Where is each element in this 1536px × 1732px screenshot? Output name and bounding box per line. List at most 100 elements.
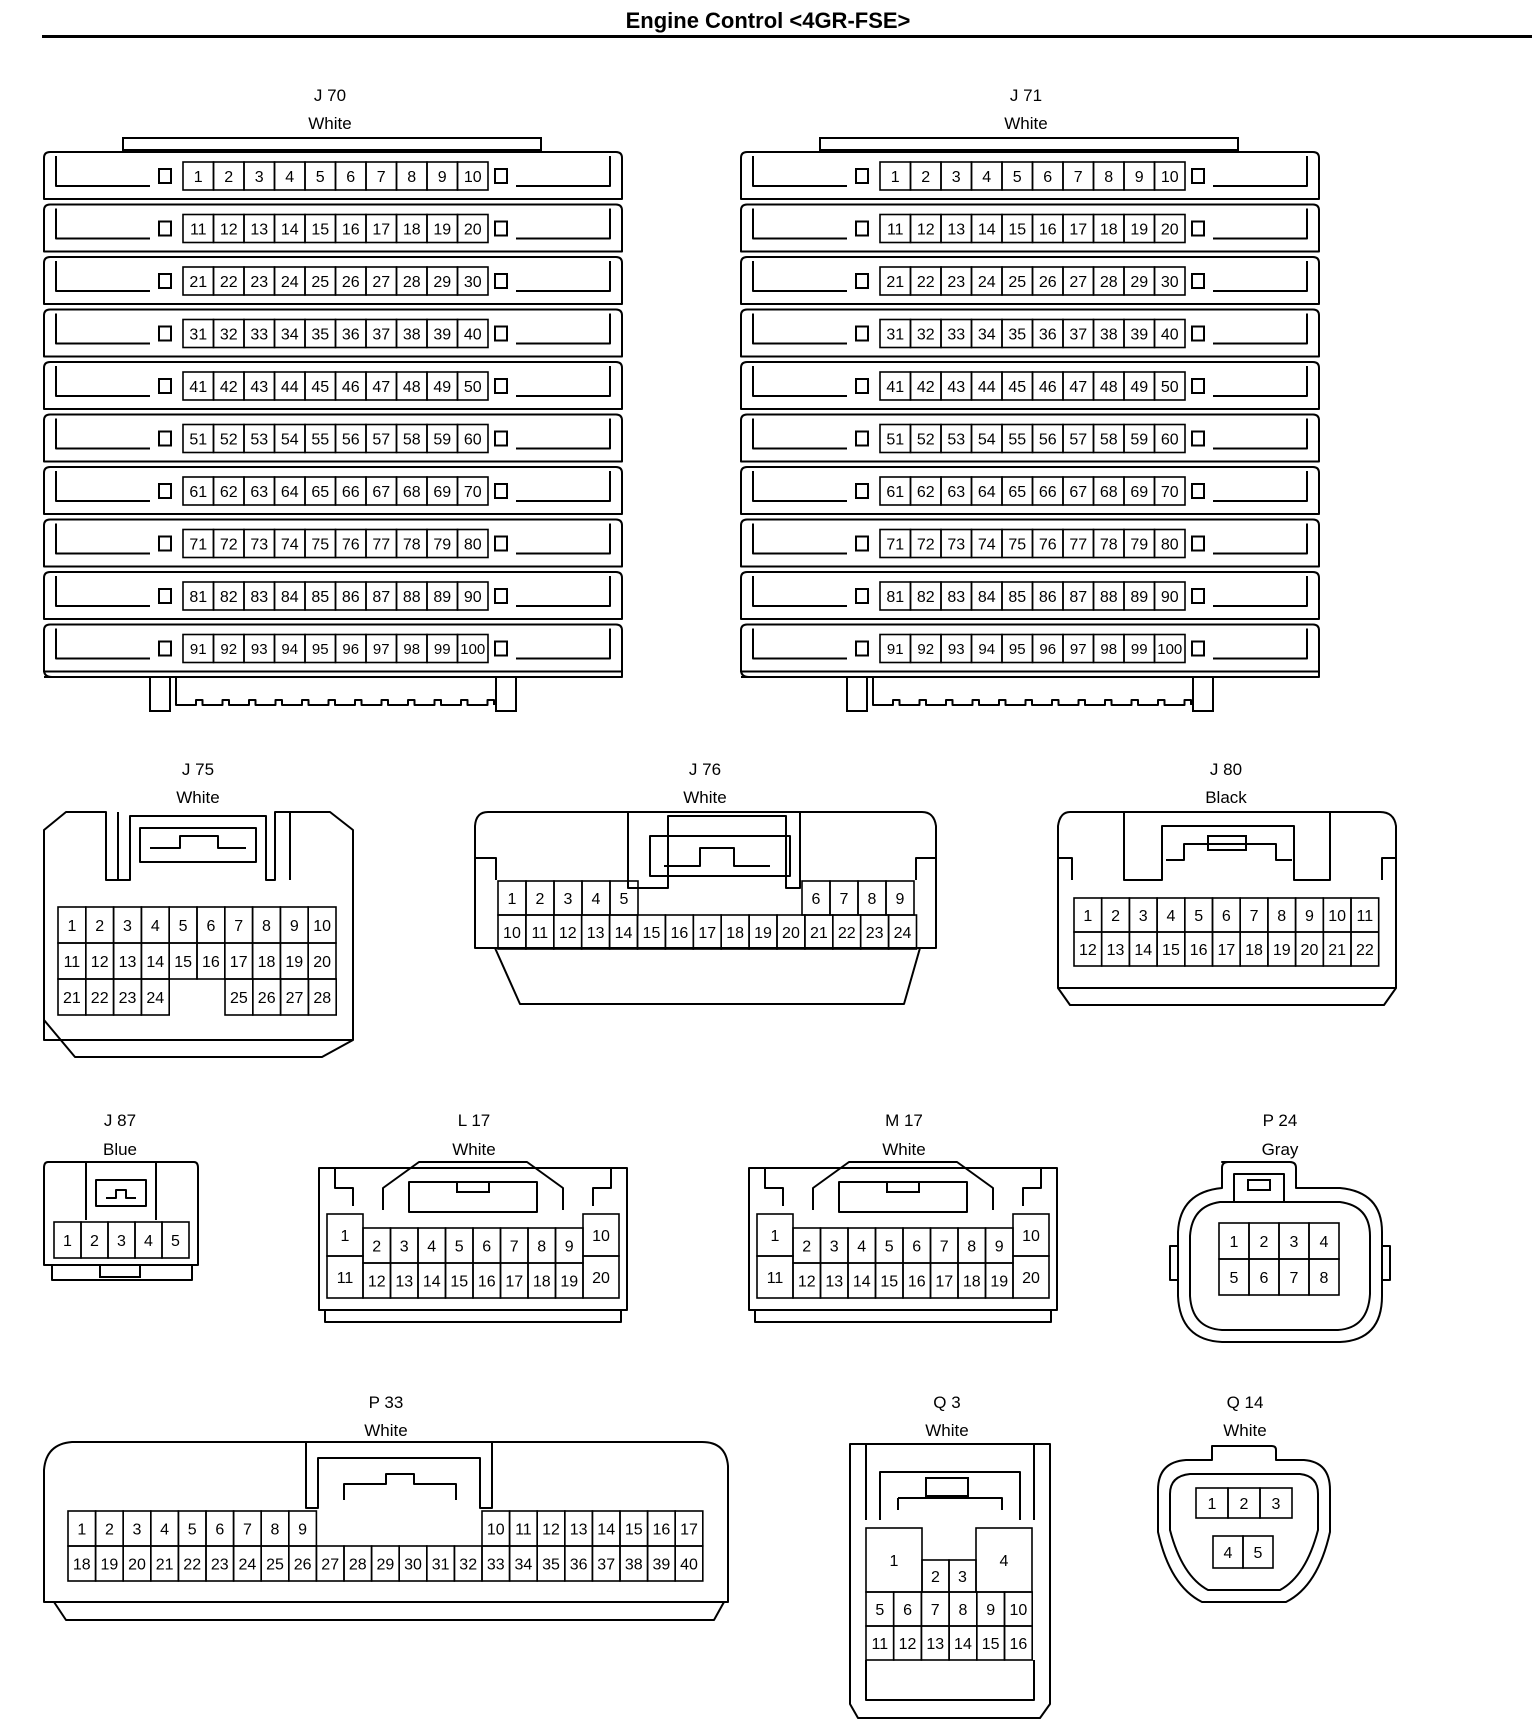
pin-number: 24 <box>978 274 996 291</box>
pin-number: 5 <box>188 1521 197 1538</box>
pin-number: 58 <box>1100 431 1118 448</box>
row-housing <box>740 518 1320 568</box>
pin-number: 4 <box>1320 1234 1329 1251</box>
pin-number: 1 <box>771 1228 780 1245</box>
pin-cell <box>456 161 489 191</box>
row-latch <box>1213 366 1308 397</box>
pin-number: 21 <box>63 990 81 1007</box>
pin-number: 16 <box>342 221 360 238</box>
pin-number: 34 <box>515 1556 533 1573</box>
pin-number: 25 <box>266 1556 284 1573</box>
connector-id-q3: Q 3 <box>933 1393 961 1412</box>
pin-number: 7 <box>377 169 386 186</box>
pin-number: 5 <box>316 169 325 186</box>
row-key <box>158 640 172 657</box>
pin-number: 1 <box>63 1233 72 1250</box>
pin-number: 34 <box>281 326 299 343</box>
pin-number: 15 <box>880 1273 898 1290</box>
pin-number: 18 <box>1100 221 1118 238</box>
shell-detail <box>764 1168 1042 1206</box>
row-key <box>494 588 508 604</box>
pin-number: 4 <box>151 918 160 935</box>
row-housing <box>740 466 1320 515</box>
pin-number: 38 <box>1100 326 1118 343</box>
pin-number: 12 <box>559 925 577 942</box>
pin-number: 1 <box>890 1553 899 1570</box>
pin-number: 30 <box>1161 274 1179 291</box>
pin-number: 56 <box>1039 431 1057 448</box>
row-latch <box>1213 523 1308 555</box>
pin-number: 45 <box>1008 379 1026 396</box>
pin-number: 63 <box>947 484 965 501</box>
pin-number: 77 <box>372 536 390 553</box>
pin-number: 10 <box>503 925 521 942</box>
pin-number: 73 <box>947 536 965 553</box>
pin-cell <box>1308 1258 1340 1296</box>
pin-number: 1 <box>67 918 76 935</box>
pin-number: 19 <box>101 1556 119 1573</box>
row-latch <box>752 628 847 660</box>
pin-number: 2 <box>224 169 233 186</box>
bottom-edge <box>44 662 623 678</box>
row-key <box>1191 168 1205 184</box>
shell-outline <box>474 811 937 949</box>
pin-number: 6 <box>903 1602 912 1619</box>
row-key <box>158 535 172 552</box>
connector-color-p24: Gray <box>1261 1140 1299 1159</box>
connector-color-j71: White <box>1004 114 1048 133</box>
latch <box>456 1181 490 1193</box>
pin-number: 3 <box>117 1233 126 1250</box>
row-latch <box>516 366 611 397</box>
pin-number: 27 <box>372 274 390 291</box>
pin-number: 33 <box>250 326 268 343</box>
row-key <box>158 430 172 447</box>
pin-number: 3 <box>1290 1234 1299 1251</box>
pin-number: 18 <box>73 1556 91 1573</box>
title-rule <box>42 35 1532 38</box>
pin-number: 78 <box>403 536 421 553</box>
row-latch <box>55 576 150 607</box>
pin-number: 22 <box>220 274 238 291</box>
top-rail <box>122 137 542 151</box>
pin-number: 3 <box>255 169 264 186</box>
pin-number: 39 <box>1130 326 1148 343</box>
row-housing <box>43 571 623 620</box>
pin-number: 89 <box>1130 589 1148 606</box>
connector-id-j87: J 87 <box>103 1111 137 1130</box>
pin-number: 72 <box>220 536 238 553</box>
row-key <box>158 588 172 604</box>
pin-number: 13 <box>947 221 965 238</box>
pin-number: 16 <box>908 1273 926 1290</box>
pin-number: 65 <box>1008 484 1026 501</box>
pin-number: 13 <box>570 1521 588 1538</box>
pin-number: 9 <box>986 1602 995 1619</box>
row-housing <box>740 413 1320 463</box>
pin-number: 25 <box>311 274 329 291</box>
pin-number: 59 <box>433 431 451 448</box>
row-key <box>1191 535 1205 552</box>
pin-number: 44 <box>978 379 996 396</box>
pin-number: 93 <box>948 641 965 658</box>
pin-number: 19 <box>560 1273 578 1290</box>
pin-number: 75 <box>1008 536 1026 553</box>
pin-number: 100 <box>460 641 485 658</box>
pin-number: 81 <box>886 589 904 606</box>
row-key <box>855 430 869 447</box>
pin-number: 96 <box>342 641 359 658</box>
pin-number: 36 <box>1039 326 1057 343</box>
pin-number: 14 <box>978 221 996 238</box>
pin-number: 85 <box>311 589 329 606</box>
pin-number: 7 <box>1290 1270 1299 1287</box>
bottom-edge <box>51 1265 193 1281</box>
pin-number: 84 <box>978 589 996 606</box>
pin-number: 24 <box>281 274 299 291</box>
pin-number: 27 <box>321 1556 339 1573</box>
shell-detail <box>627 812 801 889</box>
pin-number: 16 <box>478 1273 496 1290</box>
pin-number: 8 <box>958 1602 967 1619</box>
connector-id-j71: J 71 <box>1009 86 1043 105</box>
